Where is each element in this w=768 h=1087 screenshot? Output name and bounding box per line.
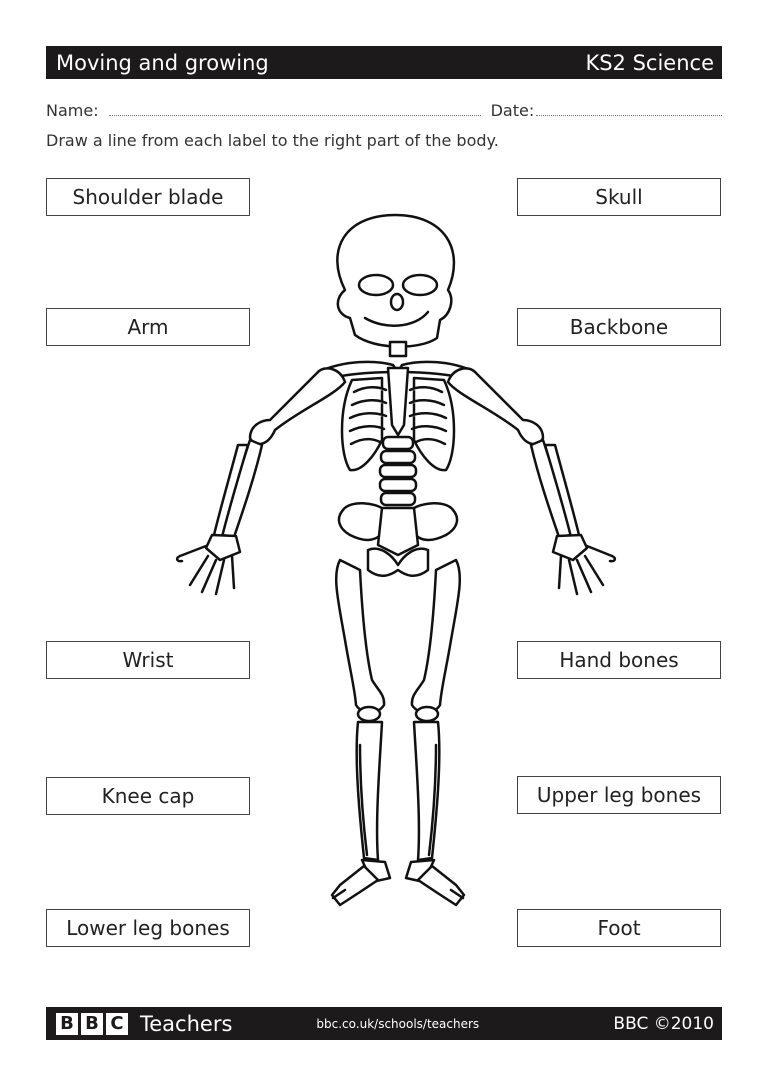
label-arm[interactable]: Arm bbox=[46, 308, 250, 346]
name-field-line[interactable] bbox=[108, 114, 481, 116]
label-upper-leg-bones[interactable]: Upper leg bones bbox=[517, 776, 721, 814]
label-hand-bones[interactable]: Hand bones bbox=[517, 641, 721, 679]
date-label: Date: bbox=[490, 101, 535, 120]
name-label: Name: bbox=[46, 101, 99, 120]
date-field-line[interactable] bbox=[536, 114, 722, 116]
brand-name: Teachers bbox=[140, 1011, 233, 1036]
label-skull[interactable]: Skull bbox=[517, 178, 721, 216]
worksheet-header: Moving and growing KS2 Science bbox=[46, 46, 722, 79]
bbc-logo: B B C bbox=[56, 1012, 128, 1035]
footer-url[interactable]: bbc.co.uk/schools/teachers bbox=[316, 1016, 480, 1031]
label-knee-cap[interactable]: Knee cap bbox=[46, 777, 250, 815]
footer-bar: B B C Teachers bbc.co.uk/schools/teacher… bbox=[46, 1007, 722, 1040]
label-wrist[interactable]: Wrist bbox=[46, 641, 250, 679]
label-shoulder-blade[interactable]: Shoulder blade bbox=[46, 178, 250, 216]
copyright: BBC ©2010 bbox=[613, 1013, 714, 1034]
label-foot[interactable]: Foot bbox=[517, 909, 721, 947]
worksheet-title: Moving and growing bbox=[56, 50, 269, 75]
skeleton-icon bbox=[175, 213, 617, 907]
instruction-text: Draw a line from each label to the right… bbox=[46, 131, 499, 150]
bbc-logo-letter: C bbox=[106, 1012, 128, 1035]
label-backbone[interactable]: Backbone bbox=[517, 308, 721, 346]
subject-label: KS2 Science bbox=[585, 50, 714, 75]
name-date-row: Name: Date: bbox=[46, 96, 722, 120]
bbc-logo-letter: B bbox=[81, 1012, 103, 1035]
bbc-logo-letter: B bbox=[56, 1012, 78, 1035]
label-lower-leg-bones[interactable]: Lower leg bones bbox=[46, 909, 250, 947]
